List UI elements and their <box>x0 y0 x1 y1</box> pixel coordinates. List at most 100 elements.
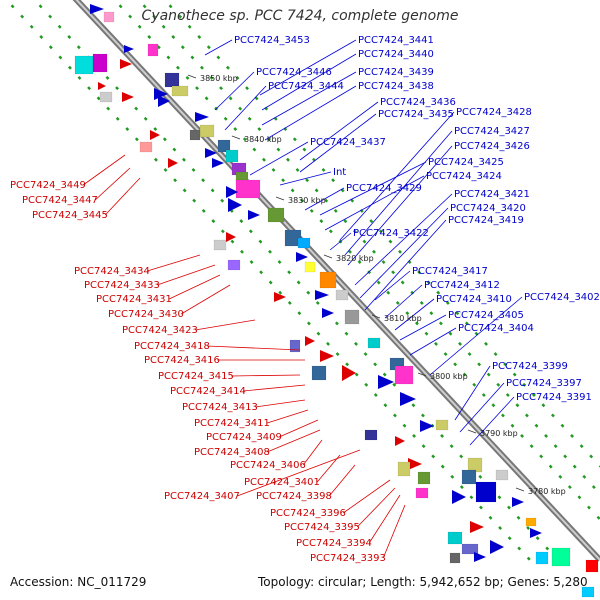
reverse-leader-line <box>207 345 301 351</box>
forward-gene-label: PCC7424_3399 <box>492 361 568 372</box>
accession-text: Accession: NC_011729 <box>10 575 147 589</box>
forward-gene-label: PCC7424_3438 <box>358 81 434 92</box>
reverse-gene-label: PCC7424_3414 <box>170 386 246 397</box>
gene-arrow <box>226 186 238 198</box>
forward-gene-label: PCC7424_3425 <box>428 157 504 168</box>
forward-leader-line <box>329 232 352 251</box>
gene-block <box>217 139 231 153</box>
topology-text: Topology: circular; <box>258 575 367 589</box>
guide-dots <box>162 0 600 468</box>
reverse-leader-line <box>157 264 216 286</box>
reverse-leader-line <box>356 487 396 528</box>
gene-block <box>235 179 261 199</box>
forward-leader-line <box>399 314 447 341</box>
kbp-tick-mark <box>417 372 427 377</box>
genome-stats: Topology: circular; Length: 5,942,652 bp… <box>258 575 588 589</box>
reverse-leader-line <box>147 254 201 272</box>
gene-block <box>551 547 571 567</box>
gene-arrow <box>395 436 405 446</box>
gene-arrow <box>205 148 217 158</box>
kbp-tick-label: 3790 kbp <box>480 429 518 438</box>
gene-arrow <box>122 92 134 102</box>
reverse-leader-line <box>368 494 401 544</box>
kbp-tick-mark <box>231 135 241 140</box>
gene-arrow <box>474 552 486 562</box>
gene-arrow <box>168 158 178 168</box>
gene-arrow <box>342 365 356 381</box>
gene-arrow <box>248 210 260 220</box>
gene-arrow <box>452 490 466 504</box>
gene-block <box>364 429 378 441</box>
gene-block <box>297 237 311 249</box>
forward-leader-line <box>459 382 505 433</box>
reverse-gene-label: PCC7424_3416 <box>144 355 220 366</box>
kbp-tick-mark <box>371 314 381 319</box>
gene-block <box>435 419 449 431</box>
reverse-gene-label: PCC7424_3394 <box>296 538 372 549</box>
forward-leader-line <box>204 39 233 56</box>
reverse-gene-label: PCC7424_3415 <box>158 371 234 382</box>
gene-arrow <box>98 82 106 90</box>
reverse-gene-label: PCC7424_3411 <box>194 418 270 429</box>
forward-leader-line <box>344 130 453 256</box>
gene-features <box>74 4 599 598</box>
gene-block <box>415 487 429 499</box>
forward-gene-label: PCC7424_3428 <box>456 107 532 118</box>
forward-gene-label: PCC7424_3440 <box>358 49 434 60</box>
forward-gene-label: PCC7424_3427 <box>454 126 530 137</box>
forward-leader-line <box>261 71 357 126</box>
forward-gene-label: PCC7424_3439 <box>358 67 434 78</box>
gene-arrow <box>530 528 542 538</box>
forward-leader-line <box>409 327 457 356</box>
kbp-tick-mark <box>275 196 285 201</box>
forward-leader-line <box>454 365 491 421</box>
gene-arrow <box>400 392 416 406</box>
gene-block <box>535 551 549 565</box>
gene-block <box>227 259 241 271</box>
gene-block <box>74 55 94 75</box>
reverse-leader-line <box>169 274 221 300</box>
forward-gene-label: PCC7424_3422 <box>353 228 429 239</box>
forward-gene-label: PCC7424_3426 <box>454 141 530 152</box>
forward-gene-label: PCC7424_3397 <box>506 378 582 389</box>
forward-leader-line <box>339 111 455 241</box>
reverse-gene-label: PCC7424_3393 <box>310 553 386 564</box>
forward-gene-label: PCC7424_3453 <box>234 35 310 46</box>
forward-leader-line <box>249 141 309 176</box>
reverse-leader-line <box>255 399 306 408</box>
gene-block <box>344 309 360 325</box>
kbp-tick-label: 3820 kbp <box>336 254 374 263</box>
forward-leader-line <box>261 53 357 111</box>
forward-gene-label: PCC7424_3402 <box>524 292 600 303</box>
forward-leader-line <box>364 219 447 311</box>
kbp-tick-label: 3840 kbp <box>244 135 282 144</box>
gene-block <box>581 586 595 598</box>
forward-gene-label: PCC7424_3421 <box>454 189 530 200</box>
gene-arrow <box>120 59 132 69</box>
gene-block <box>319 271 337 289</box>
forward-gene-label: PCC7424_3410 <box>436 294 512 305</box>
forward-leader-line <box>319 161 427 216</box>
gene-arrow <box>408 458 422 470</box>
forward-leader-line <box>214 71 255 111</box>
reverse-leader-line <box>267 429 321 453</box>
gene-arrow <box>158 95 170 107</box>
kbp-tick-mark <box>467 429 477 434</box>
forward-leader-line <box>429 296 523 376</box>
reverse-gene-label: PCC7424_3396 <box>270 508 346 519</box>
forward-leader-line <box>264 85 357 141</box>
forward-gene-label: PCC7424_3437 <box>310 137 386 148</box>
gene-arrow <box>315 290 329 300</box>
reverse-gene-label: PCC7424_3409 <box>206 432 282 443</box>
forward-leader-line <box>279 171 332 186</box>
gene-arrow <box>512 497 524 507</box>
kbp-tick-mark <box>515 487 525 492</box>
reverse-leader-line <box>316 454 341 483</box>
forward-leader-line <box>299 101 379 161</box>
gene-arrow <box>490 540 504 554</box>
reverse-leader-line <box>237 449 361 497</box>
reverse-gene-label: PCC7424_3395 <box>284 522 360 533</box>
forward-gene-label: PCC7424_3446 <box>256 67 332 78</box>
